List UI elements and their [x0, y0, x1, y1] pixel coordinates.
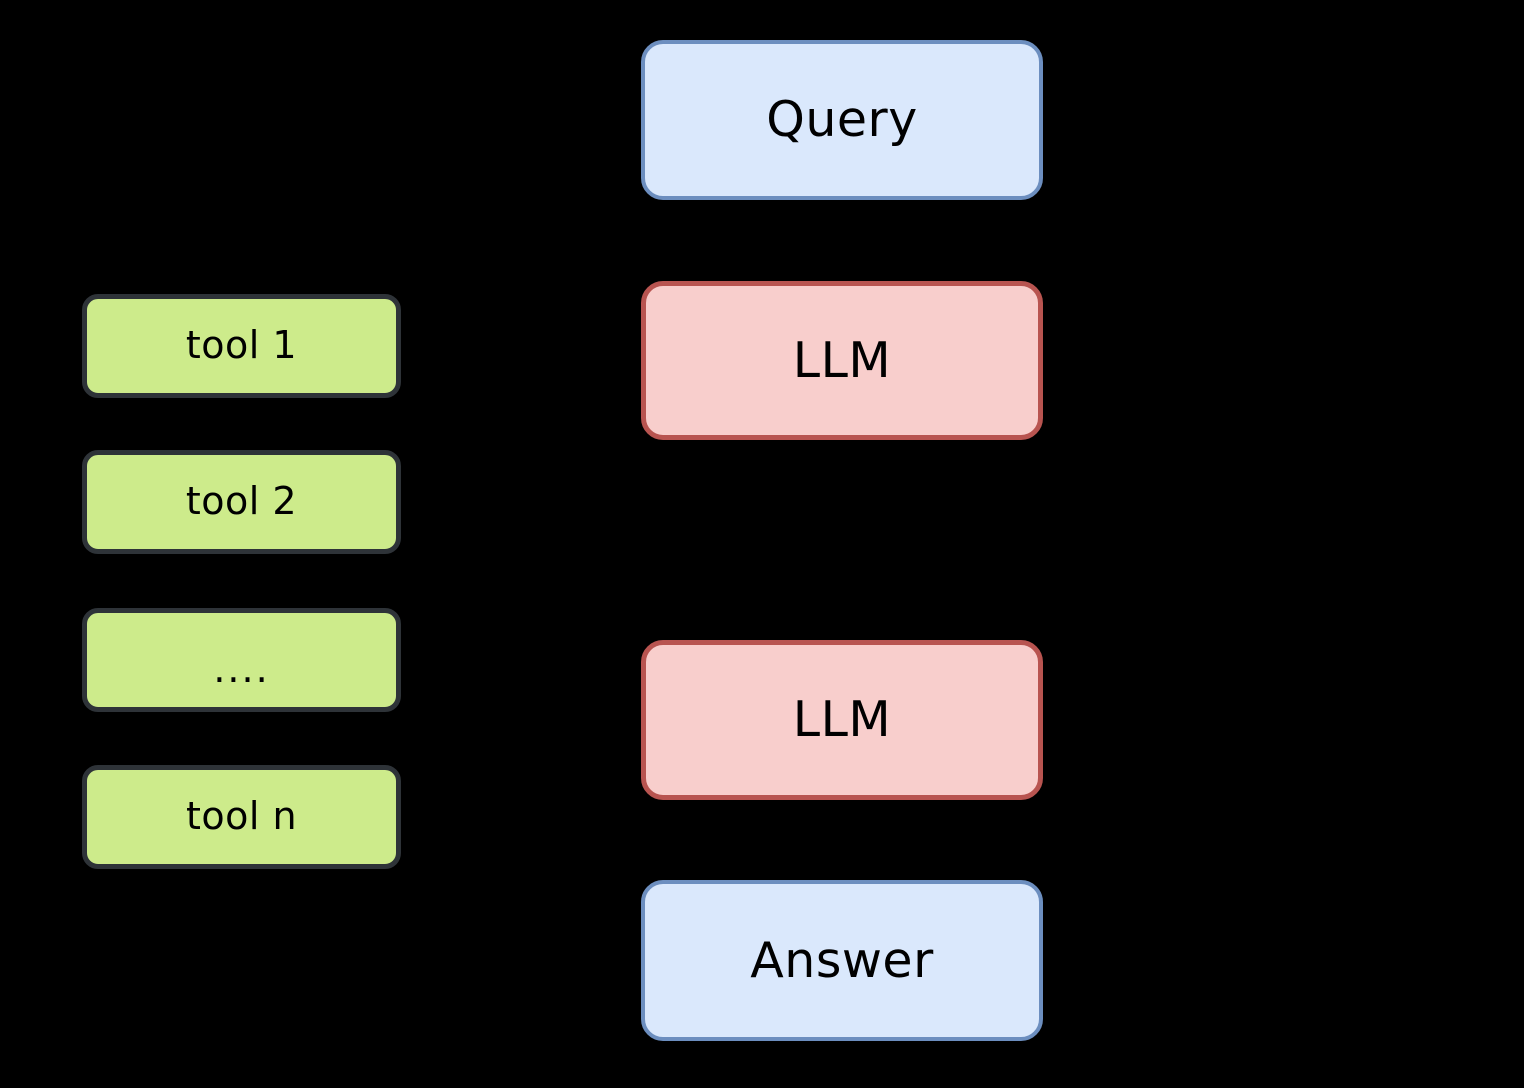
tool-node-n[interactable]: tool n	[82, 765, 401, 869]
llm-node-second[interactable]: LLM	[641, 640, 1043, 800]
tool-node-n-label: tool n	[185, 794, 298, 839]
answer-node-label: Answer	[750, 931, 934, 989]
tool-node-ellipsis[interactable]: ....	[82, 608, 401, 712]
query-node-label: Query	[766, 91, 918, 149]
answer-node[interactable]: Answer	[641, 880, 1043, 1041]
llm-node-first[interactable]: LLM	[641, 281, 1043, 440]
tool-node-1-label: tool 1	[185, 323, 298, 368]
query-node[interactable]: Query	[641, 40, 1043, 200]
tool-node-1[interactable]: tool 1	[82, 294, 401, 398]
tool-node-2[interactable]: tool 2	[82, 450, 401, 554]
llm-node-first-label: LLM	[792, 331, 892, 389]
tool-node-2-label: tool 2	[185, 479, 298, 524]
tool-node-ellipsis-label: ....	[213, 647, 270, 692]
llm-node-second-label: LLM	[792, 691, 892, 749]
